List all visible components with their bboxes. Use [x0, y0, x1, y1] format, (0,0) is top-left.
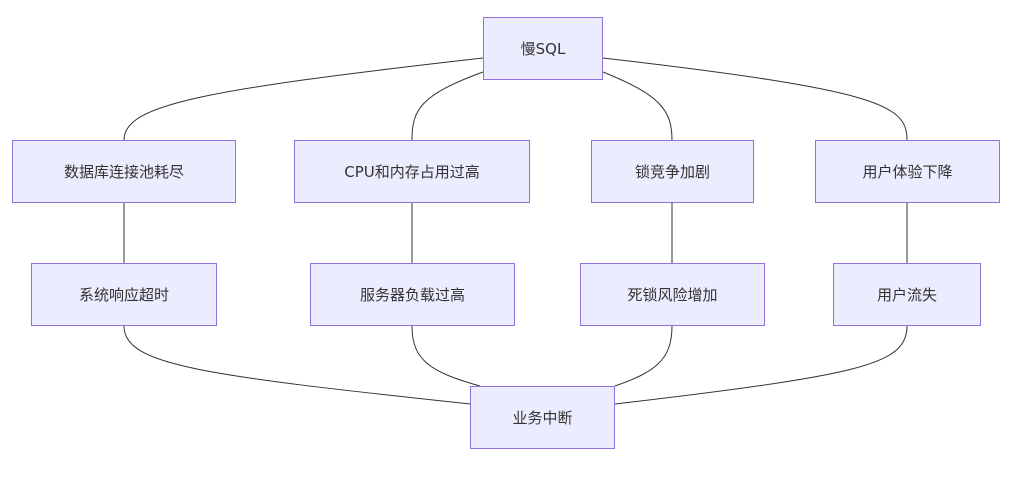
node-cpu-memory-high: CPU和内存占用过高: [294, 140, 530, 203]
node-deadlock-risk: 死锁风险增加: [580, 263, 765, 326]
node-user-loss: 用户流失: [833, 263, 981, 326]
edge-slowsql-to-ux: [602, 57, 908, 141]
edge-deadlock-to-business: [614, 325, 673, 387]
node-business-interruption: 业务中断: [470, 386, 615, 449]
edge-slowsql-to-dbpool: [123, 57, 484, 141]
edge-slowsql-to-cpumem: [411, 71, 484, 141]
edge-userloss-to-business: [614, 325, 908, 405]
edge-slowsql-to-lock: [602, 71, 673, 141]
edge-serverload-to-business: [411, 325, 481, 387]
node-lock-contention: 锁竞争加剧: [591, 140, 754, 203]
node-db-pool-exhausted: 数据库连接池耗尽: [12, 140, 236, 203]
node-response-timeout: 系统响应超时: [31, 263, 217, 326]
node-user-experience-drop: 用户体验下降: [815, 140, 1000, 203]
edge-timeout-to-business: [123, 325, 471, 405]
node-server-overload: 服务器负载过高: [310, 263, 515, 326]
node-slow-sql: 慢SQL: [483, 17, 603, 80]
